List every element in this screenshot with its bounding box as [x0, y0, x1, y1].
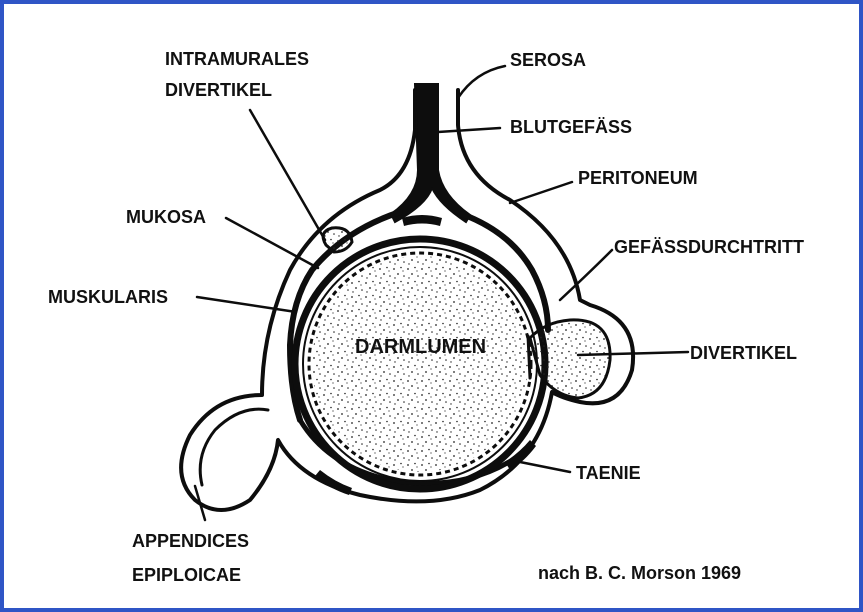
leader-mukosa: [226, 218, 318, 268]
divertikel-neck: [528, 336, 530, 378]
intramural-diverticulum: [323, 228, 352, 252]
label-divertikel: DIVERTIKEL: [690, 343, 797, 363]
leader-serosa: [458, 66, 505, 98]
colon-diverticulum-diagram: INTRAMURALES DIVERTIKEL SEROSA BLUTGEFÄS…: [4, 4, 859, 608]
label-mukosa: MUKOSA: [126, 207, 206, 227]
leader-peritoneum: [510, 182, 572, 203]
leader-blutgefaess: [438, 128, 500, 132]
label-taenie: TAENIE: [576, 463, 641, 483]
label-peritoneum: PERITONEUM: [578, 168, 698, 188]
label-intramurales-line2: DIVERTIKEL: [165, 80, 272, 100]
leader-muskularis: [197, 297, 296, 312]
label-intramurales-line1: INTRAMURALES: [165, 49, 309, 69]
label-gefaessdurchtritt: GEFÄSSDURCHTRITT: [614, 237, 804, 257]
credit-line: nach B. C. Morson 1969: [538, 563, 741, 583]
leader-taenie: [520, 462, 570, 472]
appendix-inner-outline: [200, 409, 268, 485]
leader-intramurales: [250, 110, 325, 240]
label-muskularis: MUSKULARIS: [48, 287, 168, 307]
label-appendices-line1: APPENDICES: [132, 531, 249, 551]
label-darmlumen: DARMLUMEN: [355, 336, 486, 358]
taenie-band-top: [402, 215, 442, 226]
leader-gefaessdurchtritt: [560, 250, 612, 300]
label-serosa: SEROSA: [510, 50, 586, 70]
darmlumen-area: [312, 256, 528, 472]
label-blutgefaess: BLUTGEFÄSS: [510, 117, 632, 137]
label-appendices-line2: EPIPLOICAE: [132, 565, 241, 585]
